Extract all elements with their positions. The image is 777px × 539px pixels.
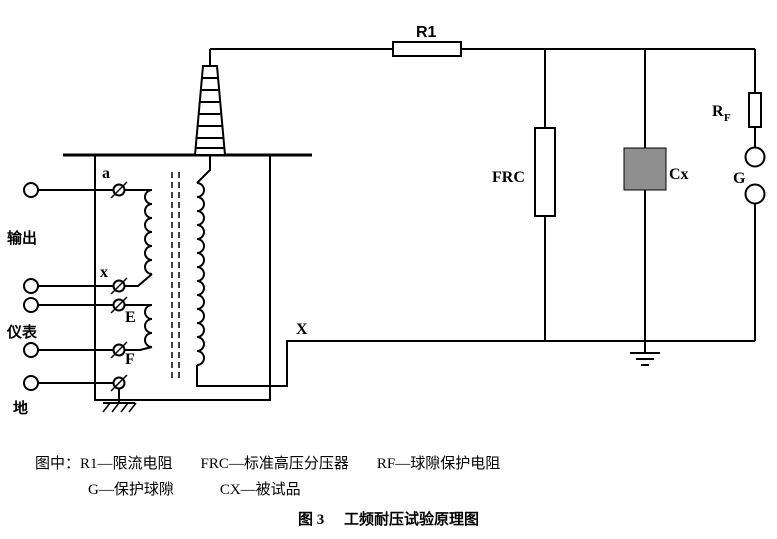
port-terminal-circle xyxy=(23,182,39,198)
legend-item-frc: FRC—标准高压分压器 xyxy=(200,456,349,472)
terminal-x-label: x xyxy=(100,264,108,281)
core-dashed-lines xyxy=(171,172,180,378)
terminal-x-icon xyxy=(110,277,128,295)
port-terminal-circle xyxy=(23,342,39,358)
terminal-e-icon xyxy=(110,296,128,314)
port-terminal-circle xyxy=(23,278,39,294)
terminal-f-icon xyxy=(110,341,128,359)
legend-item-rf: RF—球隙保护电阻 xyxy=(376,456,501,472)
cx-label: Cx xyxy=(669,166,689,183)
spark-gap-lower-ball-icon xyxy=(744,183,766,205)
terminal-ground-icon xyxy=(110,374,128,392)
port-terminal-circle xyxy=(23,297,39,313)
spark-gap-upper-ball-icon xyxy=(744,146,766,168)
port-label-meter: 仪表 xyxy=(6,323,38,341)
port-terminal-circle xyxy=(23,375,39,391)
terminal-a-icon xyxy=(110,181,128,199)
ground-icon xyxy=(630,352,660,366)
r1-label: R1 xyxy=(416,24,437,41)
x-bus-label: X xyxy=(296,321,308,338)
terminal-e-label: E xyxy=(125,309,136,326)
g-label: G xyxy=(733,170,746,187)
lv-winding-upper xyxy=(144,189,153,275)
hv-winding xyxy=(196,182,205,366)
frc-label: FRC xyxy=(492,169,525,186)
legend-item-r1: 图中：R1—限流电阻 xyxy=(35,456,173,472)
rf-label-subscript: F xyxy=(724,112,731,124)
figure-caption-number: 图 3 xyxy=(297,512,325,528)
legend-line-1: 图中：R1—限流电阻 FRC—标准高压分压器 RF—球隙保护电阻 xyxy=(35,452,500,473)
figure-caption-title: 工频耐压试验原理图 xyxy=(344,512,480,528)
terminal-x-wire xyxy=(38,273,153,287)
r1-resistor-body xyxy=(392,41,462,57)
earth-icon xyxy=(102,402,137,413)
lv-winding-lower xyxy=(144,304,153,348)
legend-item-g: G—保护球隙 xyxy=(88,482,174,498)
transformer-tank xyxy=(94,154,271,401)
circuit-diagram: R F G R1 FRC Cx X xyxy=(6,24,766,417)
terminal-f-label: F xyxy=(125,351,135,368)
frc-divider-body xyxy=(534,127,556,217)
cx-test-object-body xyxy=(623,147,667,191)
figure-caption: 图 3 工频耐压试验原理图 xyxy=(0,508,777,529)
legend-line-2: G—保护球隙 CX—被试品 xyxy=(88,478,301,499)
terminal-a-label: a xyxy=(102,165,110,182)
x-bus-wire xyxy=(196,340,755,387)
terminal-f-wire xyxy=(38,346,153,351)
legend-item-cx: CX—被试品 xyxy=(219,482,301,498)
rf-resistor-body xyxy=(748,92,762,128)
port-label-output: 输出 xyxy=(7,229,37,247)
rf-label: R xyxy=(712,103,724,120)
port-label-ground: 地 xyxy=(13,399,28,417)
bushing-icon xyxy=(193,49,227,156)
hv-lead-wire xyxy=(196,155,211,184)
